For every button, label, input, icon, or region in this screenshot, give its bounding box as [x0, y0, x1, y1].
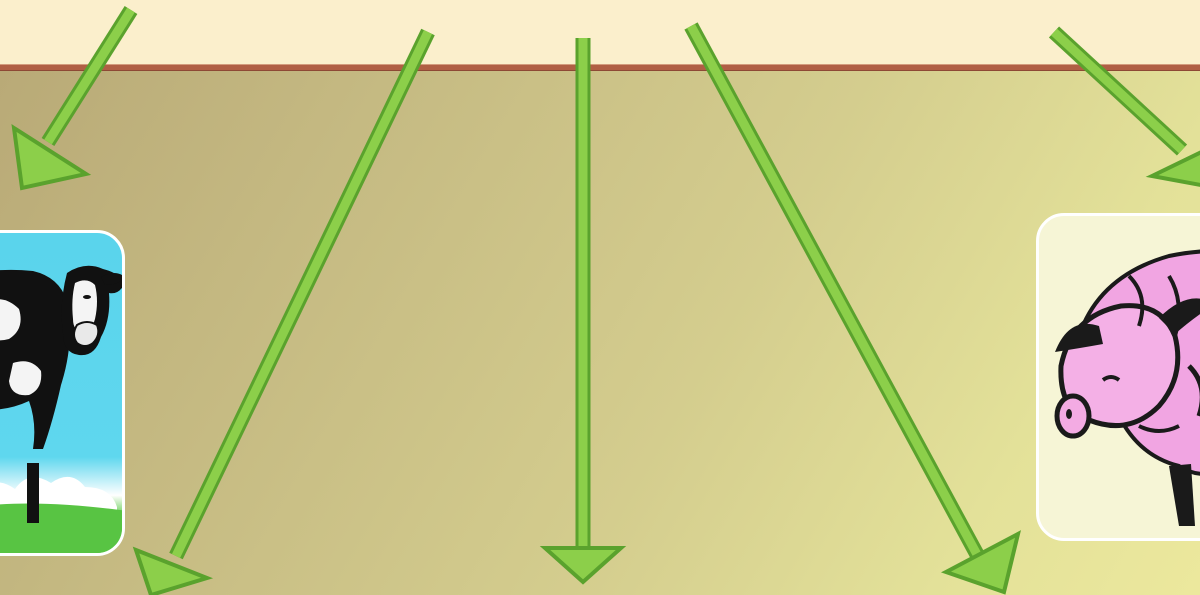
cow-picture	[0, 230, 125, 556]
pig-picture	[1036, 213, 1200, 541]
pig-illustration	[1054, 249, 1200, 526]
arrow-down-left-long	[132, 28, 435, 595]
arrow-straight-down	[539, 38, 627, 585]
arrow-to-pig	[1048, 26, 1200, 187]
title-divider	[0, 64, 1200, 71]
cow-illustration	[0, 265, 122, 553]
arrow-to-cow	[11, 6, 138, 191]
title-band	[0, 0, 1200, 64]
arrow-down-right-long	[684, 22, 1021, 595]
